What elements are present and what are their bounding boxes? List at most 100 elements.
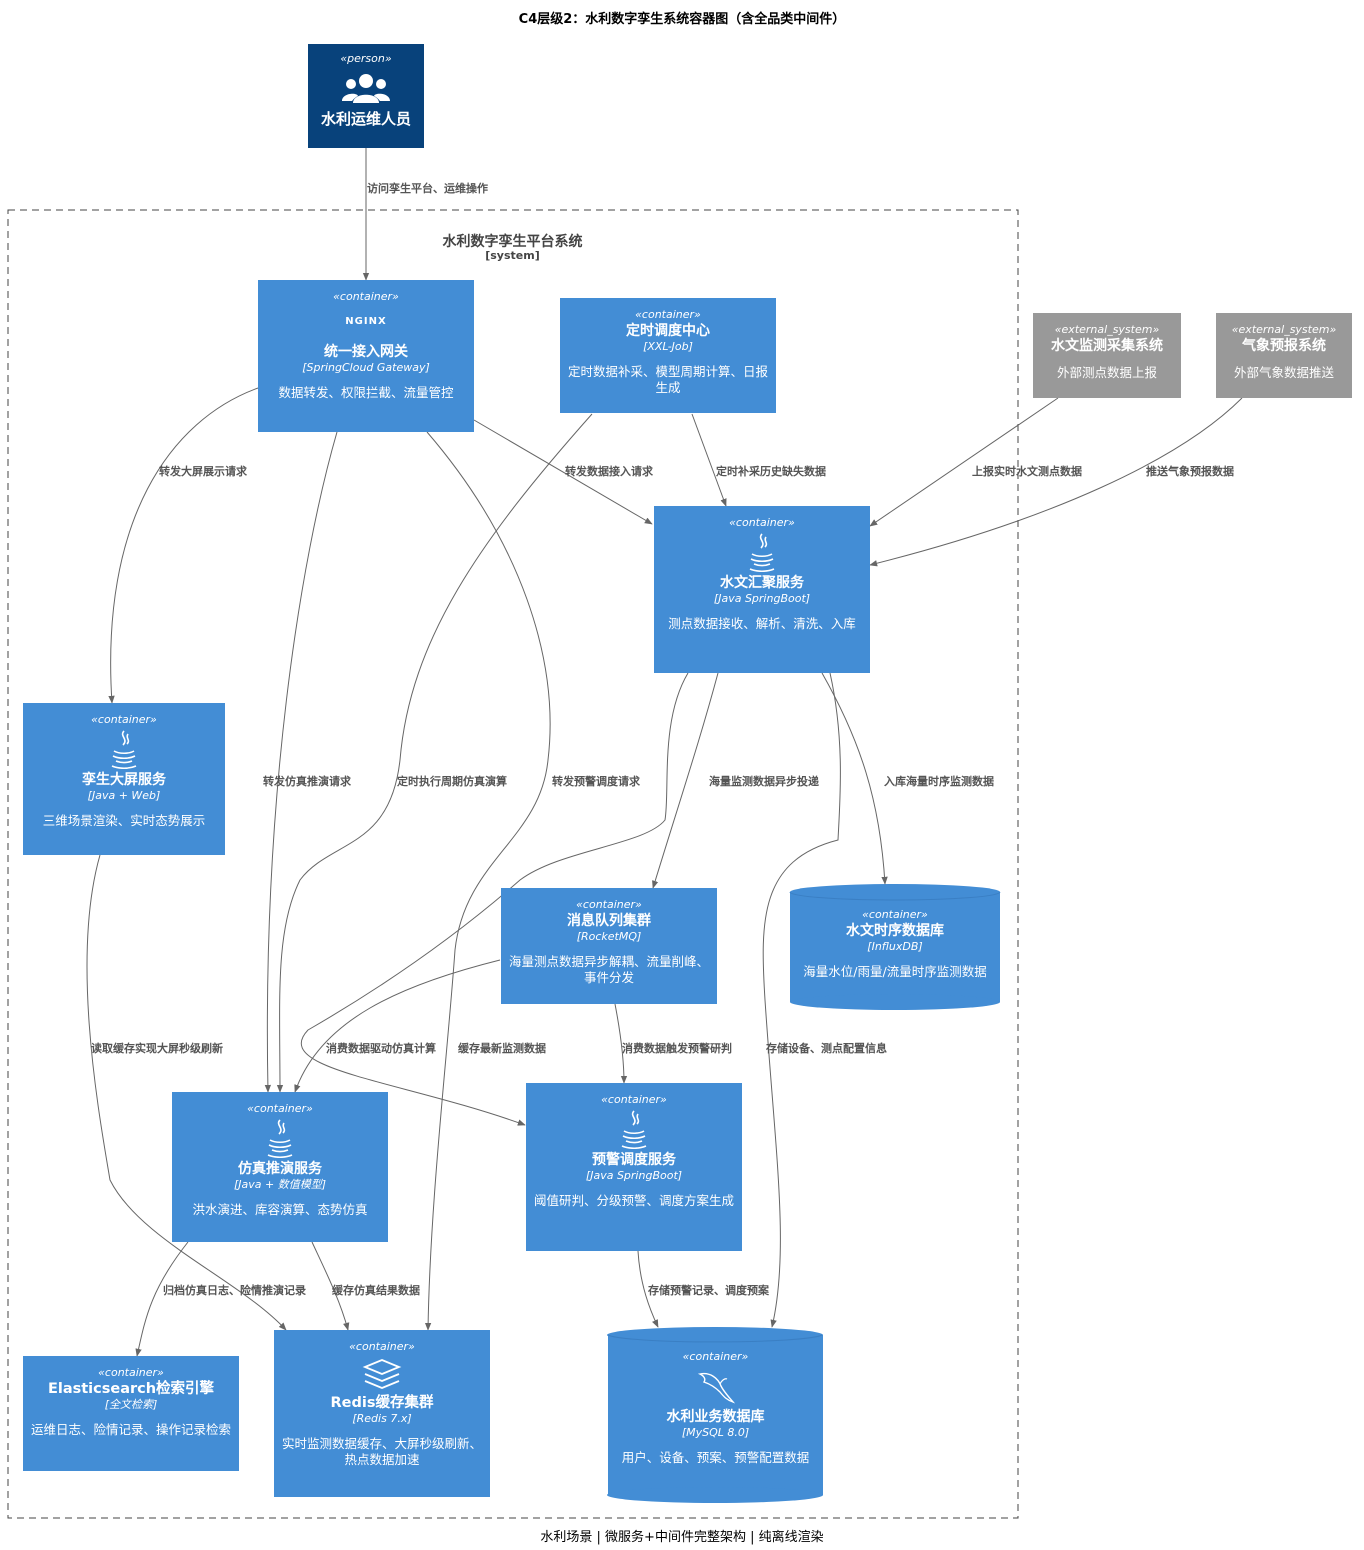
container-redis[interactable]: «container» Redis缓存集群 [Redis 7.x] 实时监测数据…	[274, 1330, 490, 1497]
external-desc: 外部测点数据上报	[1056, 365, 1157, 380]
container-name: 孪生大屏服务	[82, 772, 166, 788]
container-desc: 洪水演进、库容演算、态势仿真	[192, 1202, 368, 1217]
container-desc: 定时数据补采、模型周期计算、日报生成	[568, 364, 769, 395]
container-mq[interactable]: «container» 消息队列集群 [RocketMQ] 海量测点数据异步解耦…	[501, 888, 717, 1004]
diagram-title: C4层级2：水利数字孪生系统容器图（含全品类中间件）	[518, 12, 846, 27]
redis-icon	[362, 1359, 402, 1389]
mysql-cylinder	[607, 1327, 823, 1503]
rel-gateway-alert	[424, 431, 551, 1331]
rel-hydro-mysql	[762, 672, 841, 1328]
person-name: 水利运维人员	[320, 110, 411, 128]
container-desc: 海量水位/雨量/流量时序监测数据	[803, 964, 987, 979]
java-icon	[621, 1110, 647, 1149]
container-name: 水利业务数据库	[666, 1409, 765, 1425]
stereotype: «container»	[601, 1093, 667, 1106]
rel-mq-alert	[614, 1003, 628, 1084]
container-tech: [InfluxDB]	[867, 940, 923, 953]
external-weather[interactable]: «external_system» 气象预报系统 外部气象数据推送	[1216, 313, 1352, 398]
rel-label: 存储设备、测点配置信息	[766, 1042, 887, 1055]
container-tech: [Java + Web]	[87, 789, 161, 802]
rel-scheduler-sim	[276, 413, 593, 1093]
rel-label: 存储预警记录、调度预案	[648, 1284, 769, 1297]
stereotype: «container»	[91, 713, 157, 726]
rel-label: 归档仿真日志、险情推演记录	[163, 1284, 306, 1297]
container-es[interactable]: «container» Elasticsearch检索引擎 [全文检索] 运维日…	[23, 1356, 239, 1471]
external-desc: 外部气象数据推送	[1233, 365, 1334, 380]
container-desc: 海量测点数据异步解耦、流量削峰、事件分发	[509, 954, 710, 985]
rel-label: 定时执行周期仿真演算	[397, 775, 507, 788]
boundary-type: [system]	[485, 249, 540, 262]
rel-hydro-redis-alert	[300, 672, 689, 1126]
rel-screen-redis	[86, 854, 287, 1331]
stereotype: «external_system»	[1231, 323, 1337, 336]
container-desc: 数据转发、权限拦截、流量管控	[278, 385, 454, 400]
container-tech: [Java + 数值模型]	[233, 1178, 327, 1191]
container-tech: [全文检索]	[104, 1398, 158, 1411]
stereotype: «container»	[729, 516, 795, 529]
stereotype: «container»	[333, 290, 399, 303]
rel-label: 转发数据接入请求	[565, 465, 653, 478]
rel-label: 定时补采历史缺失数据	[716, 465, 826, 478]
rel-sim-es	[135, 1241, 189, 1357]
rel-gateway-screen	[108, 387, 259, 704]
container-tech: [Redis 7.x]	[352, 1412, 412, 1425]
mysql-cylinder-rim	[607, 1334, 823, 1343]
container-gateway[interactable]: «container» NGINX 统一接入网关 [SpringCloud Ga…	[258, 280, 474, 432]
container-desc: 实时监测数据缓存、大屏秒级刷新、热点数据加速	[282, 1436, 483, 1467]
container-tech: [Java SpringBoot]	[585, 1169, 683, 1182]
person-ops[interactable]: «person» 水利运维人员	[308, 44, 424, 148]
java-icon	[267, 1119, 293, 1158]
container-tech: [XXL-Job]	[643, 340, 693, 353]
container-name: Elasticsearch检索引擎	[47, 1381, 215, 1397]
container-sim[interactable]: «container» 仿真推演服务 [Java + 数值模型] 洪水演进、库容…	[172, 1092, 388, 1242]
rel-label: 消费数据驱动仿真计算	[326, 1042, 436, 1055]
rel-scheduler-hydro	[691, 413, 727, 507]
rel-label: 消费数据触发预警研判	[622, 1042, 732, 1055]
tsdb-cylinder-rim	[789, 891, 1001, 901]
container-tech: [Java SpringBoot]	[713, 592, 811, 605]
rel-hydro-mq	[652, 672, 719, 889]
container-tech: [RocketMQ]	[576, 930, 642, 943]
container-desc: 用户、设备、预案、预警配置数据	[621, 1450, 810, 1465]
nginx-icon: NGINX	[345, 316, 387, 327]
container-tech: [MySQL 8.0]	[681, 1426, 750, 1439]
container-mysql[interactable]: «container» 水利业务数据库 [MySQL 8.0] 用户、设备、预案…	[608, 1350, 823, 1495]
container-name: 消息队列集群	[567, 913, 651, 929]
rel-label: 海量监测数据异步投递	[709, 775, 819, 788]
container-screen[interactable]: «container» 孪生大屏服务 [Java + Web] 三维场景渲染、实…	[23, 703, 225, 855]
container-desc: 运维日志、险情记录、操作记录检索	[31, 1422, 232, 1437]
rel-label: 转发仿真推演请求	[263, 775, 351, 788]
java-icon	[749, 533, 775, 572]
container-name: 定时调度中心	[626, 323, 710, 339]
diagram-footer: 水利场景 | 微服务+中间件完整架构 | 纯离线渲染	[540, 1530, 824, 1545]
container-tsdb[interactable]: «container» 水文时序数据库 [InfluxDB] 海量水位/雨量/流…	[790, 908, 1000, 1002]
stereotype: «person»	[340, 52, 392, 65]
rel-weather-hydro	[869, 397, 1243, 567]
rel-gateway-hydro	[473, 419, 653, 525]
rel-label: 推送气象预报数据	[1146, 465, 1234, 478]
container-name: 统一接入网关	[324, 344, 408, 360]
stereotype: «container»	[98, 1366, 164, 1379]
stereotype: «container»	[576, 898, 642, 911]
stereotype: «container»	[635, 308, 701, 321]
rel-label: 上报实时水文测点数据	[972, 465, 1082, 478]
container-alert[interactable]: «container» 预警调度服务 [Java SpringBoot] 阈值研…	[526, 1083, 742, 1251]
rel-collect-hydro	[869, 397, 1059, 527]
container-hydro[interactable]: «container» 水文汇聚服务 [Java SpringBoot] 测点数…	[654, 506, 870, 673]
mysql-dolphin-icon	[697, 1372, 735, 1404]
container-desc: 测点数据接收、解析、清洗、入库	[668, 616, 856, 631]
container-tech: [SpringCloud Gateway]	[302, 361, 430, 374]
rel-label: 读取缓存实现大屏秒级刷新	[91, 1042, 223, 1055]
container-name: 水文时序数据库	[846, 923, 944, 939]
tsdb-cylinder	[790, 884, 1000, 1010]
external-hydro-collect[interactable]: «external_system» 水文监测采集系统 外部测点数据上报	[1033, 313, 1181, 398]
rel-mq-sim	[294, 959, 501, 1093]
rel-label: 缓存仿真结果数据	[332, 1284, 420, 1297]
rel-label: 缓存最新监测数据	[458, 1042, 546, 1055]
rel-label: 转发大屏展示请求	[159, 465, 247, 478]
stereotype: «external_system»	[1054, 323, 1160, 336]
rel-hydro-tsdb	[821, 672, 888, 885]
container-scheduler[interactable]: «container» 定时调度中心 [XXL-Job] 定时数据补采、模型周期…	[560, 298, 776, 413]
rel-sim-redis	[311, 1241, 350, 1331]
